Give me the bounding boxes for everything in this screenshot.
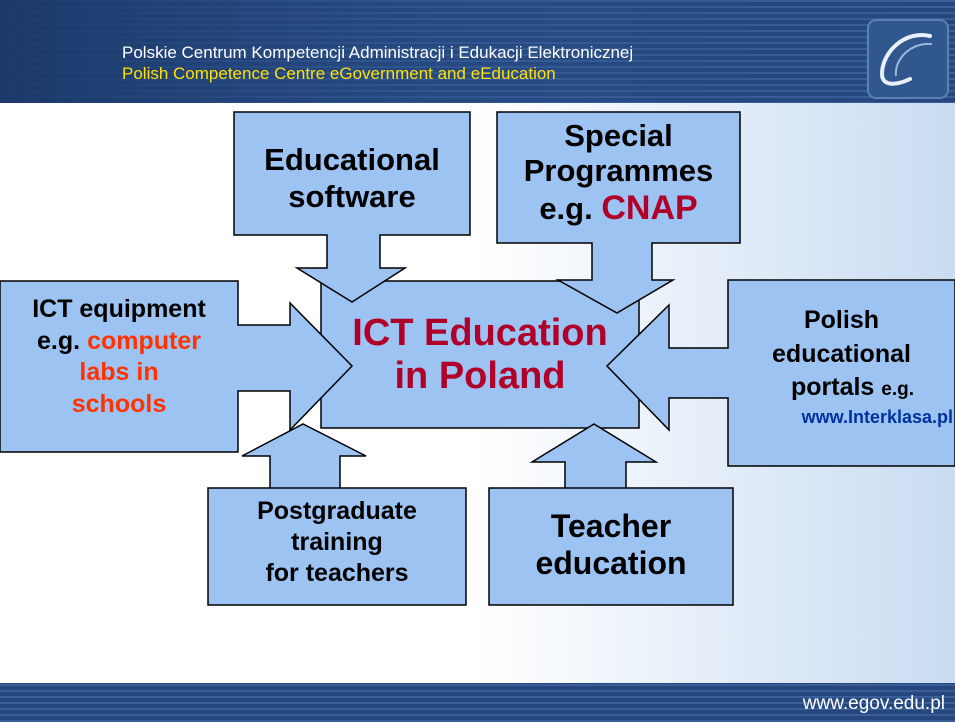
special-programmes-line2: Programmes [523, 153, 714, 189]
polish-portals-label: Polish educational portals e.g. www.Inte… [728, 304, 955, 429]
polish-portals-portals: portals [790, 373, 875, 401]
header-band [0, 0, 955, 103]
center-label-line1: ICT Education [352, 312, 608, 354]
teacher-education-line1: Teacher [550, 508, 672, 544]
ict-equipment-line1: ICT equipment [32, 295, 206, 323]
postgraduate-training-callout [207, 423, 467, 606]
teacher-education-callout [488, 423, 734, 606]
header-title-pl: Polskie Centrum Kompetencji Administracj… [122, 43, 634, 62]
educational-software-line2: software [288, 178, 416, 214]
ict-equipment-label: ICT equipment e.g. computer labs in scho… [0, 294, 238, 420]
educational-software-callout [233, 111, 471, 303]
center-label: ICT Education in Poland [321, 312, 639, 397]
ict-equipment-computer: computer [87, 326, 201, 355]
polish-portals-line2: educational [772, 339, 911, 368]
center-box [320, 280, 640, 429]
postgraduate-training-line3: for teachers [265, 559, 409, 587]
ecom-logo-icon [867, 19, 949, 99]
educational-software-line1: Educational [264, 142, 440, 177]
ict-equipment-callout [0, 280, 354, 453]
special-programmes-line3: e.g. CNAP [497, 189, 740, 228]
teacher-education-label: Teacher education [489, 508, 733, 582]
polish-portals-eg: e.g. [881, 379, 915, 400]
postgraduate-training-line2: training [291, 528, 383, 556]
center-label-line2: in Poland [394, 354, 566, 397]
polish-portals-callout [605, 279, 955, 467]
polish-portals-line3: portals e.g. [728, 371, 955, 405]
polish-portals-link[interactable]: www.Interklasa.pl [801, 406, 953, 427]
teacher-education-line2: education [535, 545, 687, 582]
postgraduate-training-label: Postgraduate training for teachers [208, 496, 466, 589]
polish-portals-line1: Polish [803, 306, 879, 334]
footer-band [0, 683, 955, 722]
ict-equipment-eg: e.g. [37, 326, 81, 355]
ict-equipment-line2: e.g. computer [0, 326, 238, 358]
special-programmes-line1: Special [564, 118, 673, 153]
special-programmes-callout [496, 111, 741, 314]
ict-equipment-line4: schools [71, 389, 167, 418]
ict-equipment-line3: labs in [79, 358, 159, 386]
special-programmes-eg: e.g. [539, 190, 593, 226]
postgraduate-training-line1: Postgraduate [257, 497, 417, 525]
header-title-en: Polish Competence Centre eGovernment and… [122, 64, 556, 83]
educational-software-label: Educational software [234, 142, 470, 215]
special-programmes-cnap: CNAP [601, 188, 698, 227]
special-programmes-label: Special Programmes e.g. CNAP [497, 118, 740, 227]
footer-url[interactable]: www.egov.edu.pl [802, 693, 945, 714]
